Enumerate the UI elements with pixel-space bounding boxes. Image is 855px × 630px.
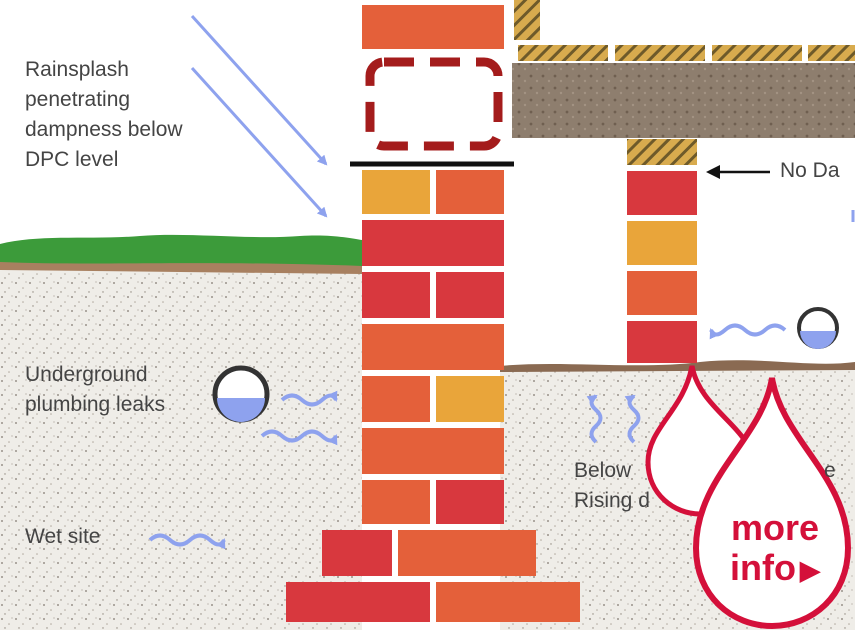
more-info-button[interactable]: more info▶: [705, 508, 845, 590]
floor-slab: [512, 63, 855, 138]
leak-arrow-1: [280, 390, 338, 407]
label-plumbing-line1: Underground: [25, 363, 148, 386]
label-below: Below Rising d: [574, 456, 650, 516]
label-below-line1: Below: [574, 459, 632, 482]
brick: [436, 170, 504, 214]
more-info-line2: info▶: [705, 548, 845, 590]
pier-leak-arrow: [709, 323, 787, 340]
footing-brick: [322, 530, 392, 576]
joist-3: [712, 45, 802, 61]
pier-brick: [627, 321, 697, 363]
grass: [0, 234, 362, 268]
pipe-water-fill-right: [800, 331, 836, 349]
subfloor-line: [500, 360, 855, 372]
label-rainsplash-line2: penetrating: [25, 88, 131, 111]
topsoil-line: [0, 262, 362, 274]
play-arrow-icon: ▶: [799, 555, 820, 586]
more-info-line2-text: info: [730, 547, 796, 588]
label-below-tail-text: e: [824, 459, 836, 482]
rising-arrow-2: [624, 394, 641, 444]
more-info-line1: more: [730, 507, 820, 548]
label-no-damp: No Da: [780, 156, 840, 186]
brick: [362, 272, 430, 318]
joist-2: [615, 45, 705, 61]
label-wet-site-text: Wet site: [25, 525, 101, 548]
rising-arrow-1: [586, 394, 603, 444]
brick: [362, 480, 430, 524]
pier-dpc-timber: [627, 139, 697, 165]
rain-arrow-1: [190, 14, 328, 166]
water-drop-icon[interactable]: [692, 377, 852, 630]
label-rainsplash-line3: dampness below: [25, 118, 183, 141]
footing-brick: [436, 582, 580, 622]
label-below-tail: e: [824, 456, 836, 486]
label-below-line2: Rising d: [574, 489, 650, 512]
air-vent: [365, 57, 503, 151]
pier-brick: [627, 271, 697, 315]
label-rainsplash-line4: DPC level: [25, 148, 119, 171]
joist-1: [518, 45, 608, 61]
rain-arrow-2: [190, 66, 328, 218]
vertical-joist: [514, 0, 540, 40]
pipe-water-fill: [217, 398, 265, 422]
label-rainsplash: Rainsplash penetrating dampness below DP…: [25, 55, 183, 175]
footing-brick: [398, 530, 536, 576]
label-plumbing-line2: plumbing leaks: [25, 393, 166, 416]
brick: [436, 480, 504, 524]
joist-4: [808, 45, 855, 61]
no-damp-arrowhead: [706, 165, 720, 179]
brick: [362, 170, 430, 214]
label-wet-site: Wet site: [25, 522, 100, 552]
brick: [436, 376, 504, 422]
pier-brick: [627, 171, 697, 215]
label-no-damp-text: No Da: [780, 159, 840, 182]
leak-arrow-2: [260, 429, 338, 446]
footing-brick: [286, 582, 430, 622]
wet-site-arrow: [148, 533, 226, 550]
brick: [362, 324, 504, 370]
brick: [362, 5, 504, 49]
brick: [436, 272, 504, 318]
label-plumbing: Underground plumbing leaks: [25, 360, 165, 420]
pier-brick: [627, 221, 697, 265]
brick: [362, 376, 430, 422]
brick: [362, 428, 504, 474]
brick: [362, 220, 504, 266]
label-rainsplash-line1: Rainsplash: [25, 58, 129, 81]
soil-left-texture: [0, 262, 362, 630]
